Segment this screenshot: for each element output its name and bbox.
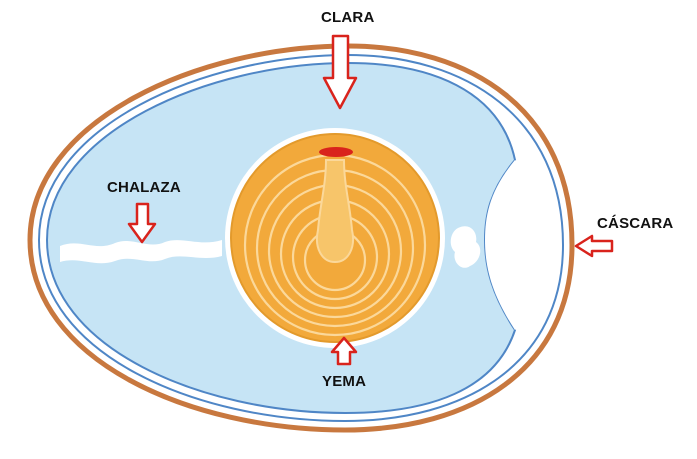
label-clara: CLARA xyxy=(321,10,375,25)
label-yema: YEMA xyxy=(322,374,366,389)
cascara-arrow-icon xyxy=(576,236,612,256)
label-cascara: CÁSCARA xyxy=(597,216,673,231)
germinal-disc xyxy=(319,147,353,157)
label-chalaza: CHALAZA xyxy=(107,180,181,195)
